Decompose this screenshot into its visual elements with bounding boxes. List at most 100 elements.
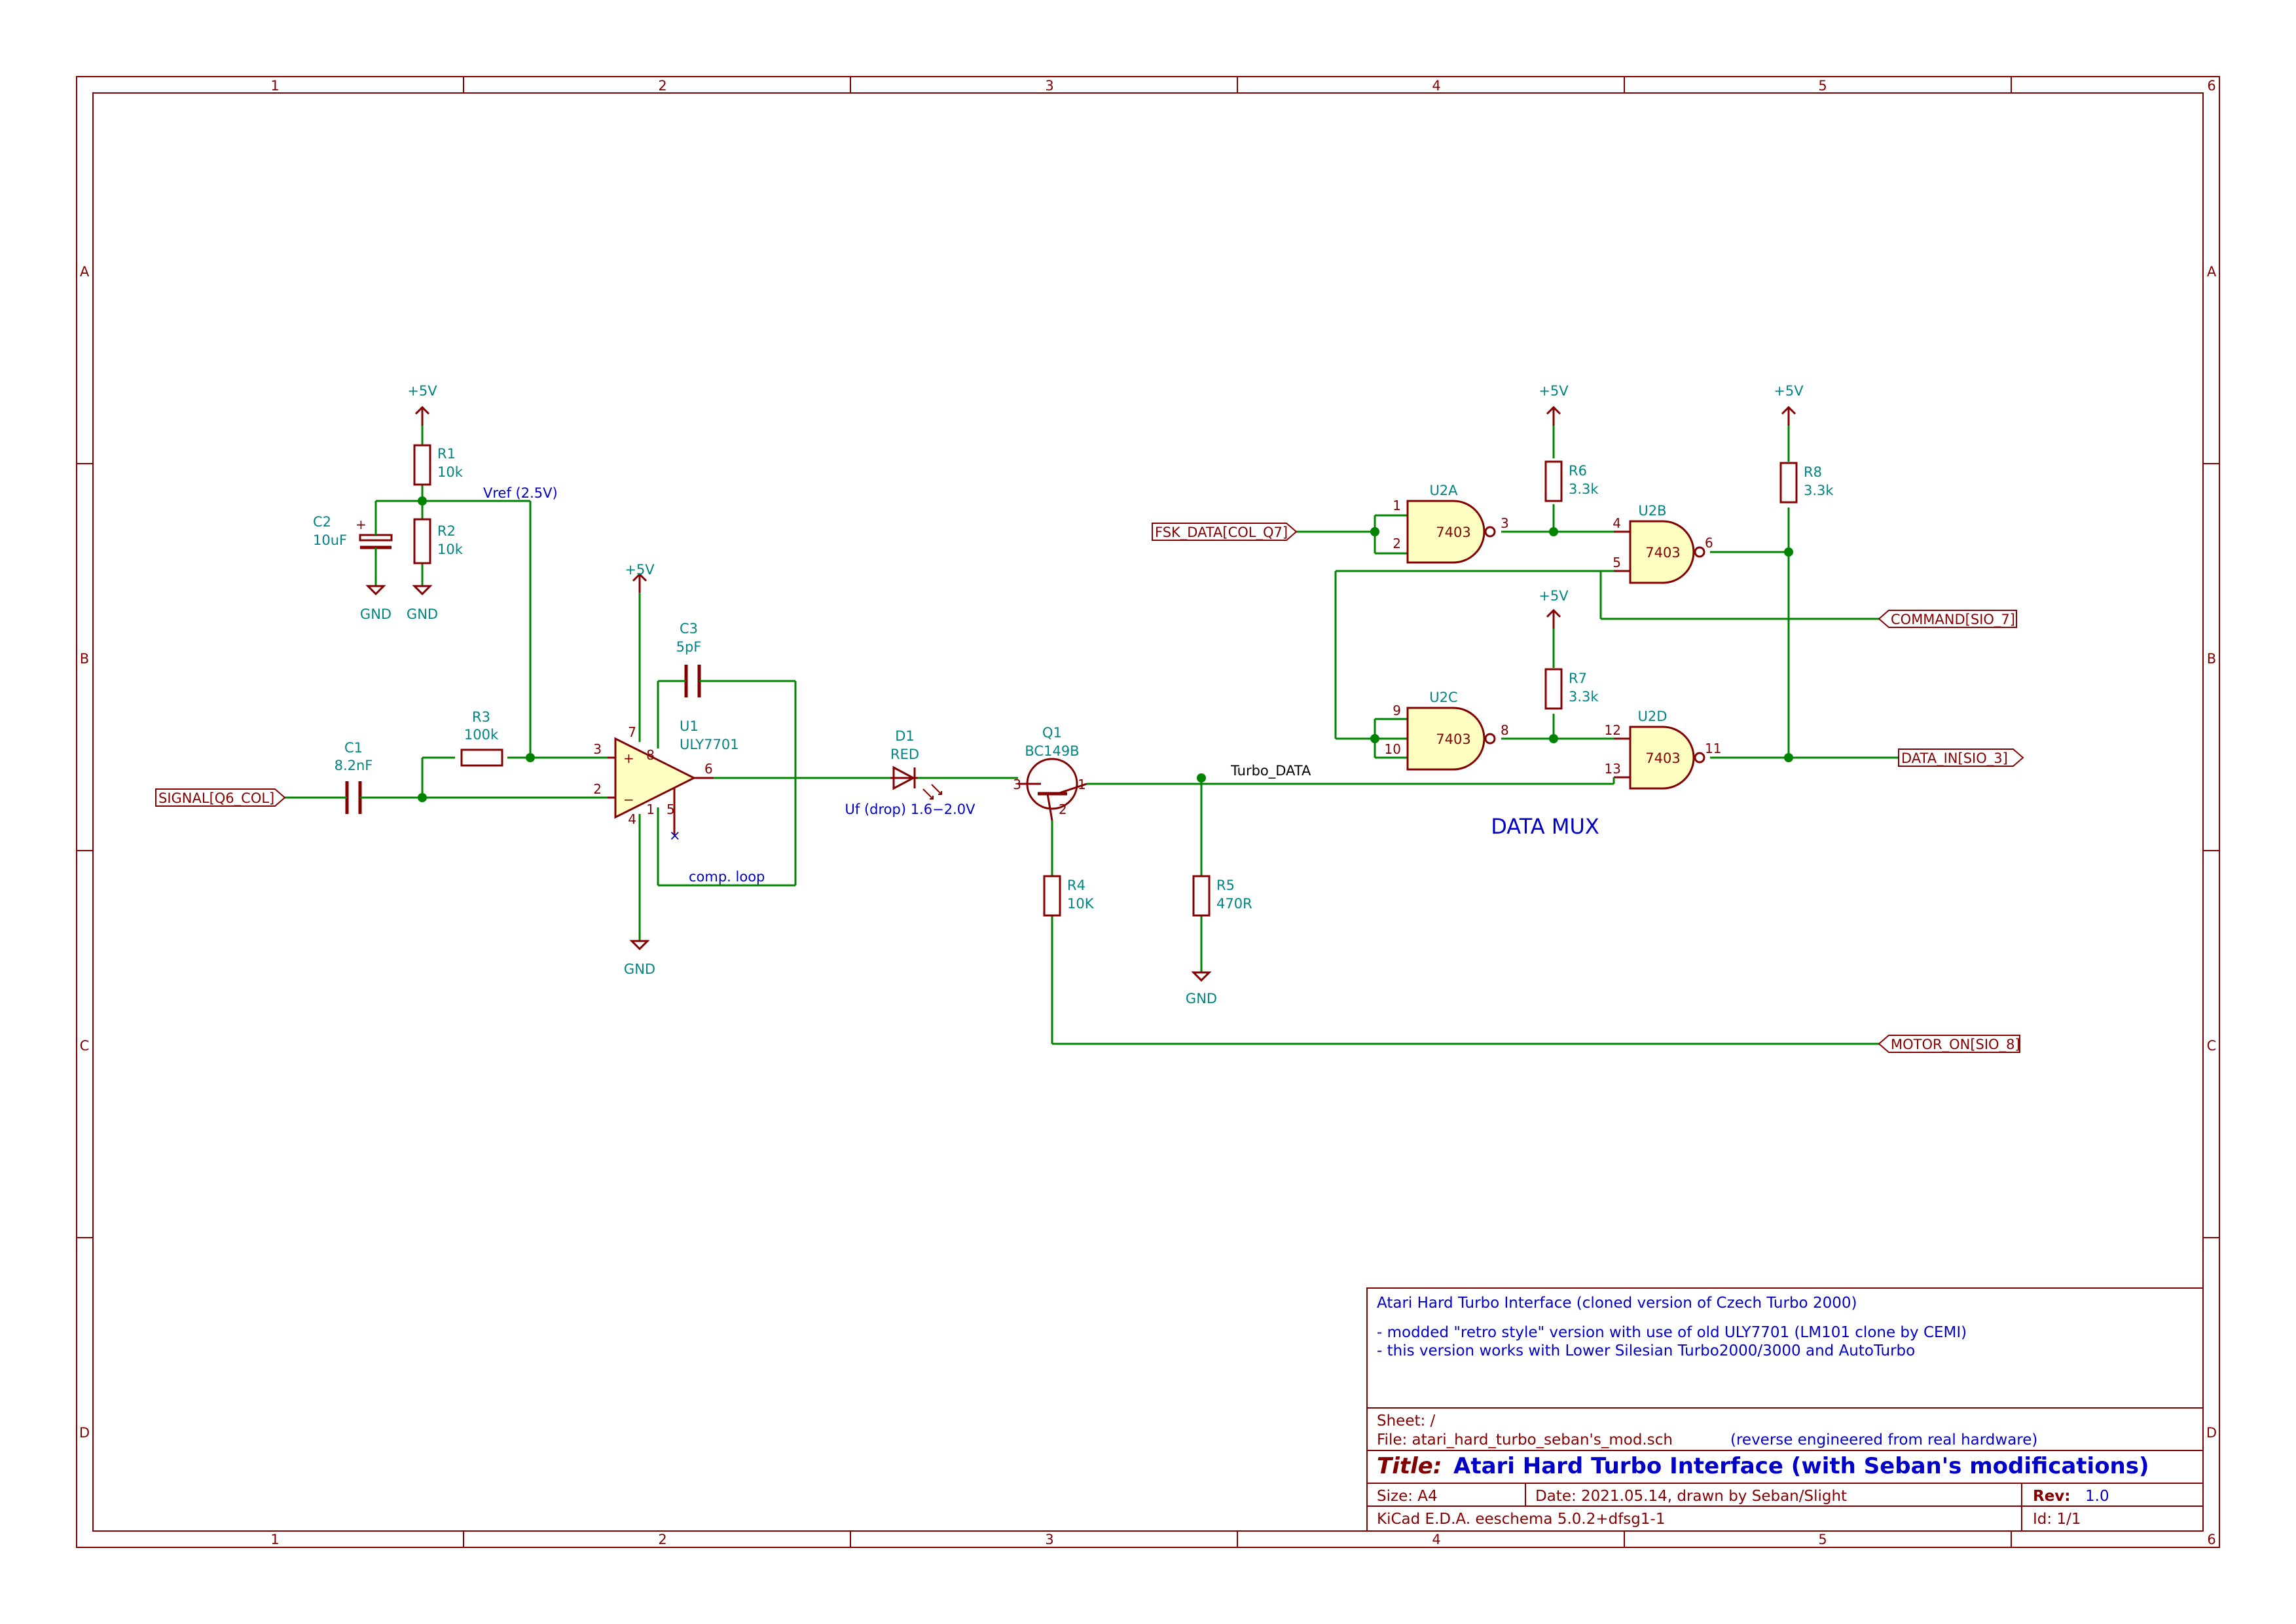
port-fsk-data: FSK_DATA[COL_Q7] bbox=[1152, 523, 1298, 541]
resistor-r7: R7 3.3k bbox=[1544, 668, 1599, 710]
component-value: RED bbox=[890, 747, 919, 762]
junction bbox=[526, 753, 535, 762]
ref-designator: R1 bbox=[437, 446, 456, 462]
junctions bbox=[418, 496, 1793, 802]
resistor-r3: R3 100k bbox=[460, 709, 503, 767]
gate-type: 7403 bbox=[1436, 525, 1470, 540]
power-symbols bbox=[365, 405, 1796, 982]
title-block: Atari Hard Turbo Interface (cloned versi… bbox=[1366, 1287, 2204, 1532]
port-label: SIGNAL[Q6_COL] bbox=[158, 790, 274, 807]
port-data-in: DATA_IN[SIO_3] bbox=[1898, 748, 2024, 767]
title-key: Title: bbox=[1377, 1453, 1442, 1479]
pin-number: 8 bbox=[646, 747, 655, 763]
pin-number: 1 bbox=[1393, 498, 1401, 513]
row-label: B bbox=[2207, 651, 2216, 667]
sheet-name: Sheet: / bbox=[1377, 1412, 1436, 1430]
component-value: 10k bbox=[437, 542, 464, 557]
sheet-date: Date: 2021.05.14, drawn by Seban/Slight bbox=[1535, 1488, 1847, 1505]
ref-designator: R7 bbox=[1569, 671, 1587, 686]
vcc-label: +5V bbox=[625, 562, 655, 578]
column-label: 4 bbox=[1432, 1532, 1440, 1547]
resistor-r5: R5 470R bbox=[1192, 875, 1252, 917]
pin-sign: + bbox=[623, 750, 634, 766]
power-labels: +5V +5V +5V +5V +5V GND GND GND GND bbox=[360, 383, 1804, 1006]
port-motor-on: MOTOR_ON[SIO_8] bbox=[1878, 1035, 2020, 1053]
junction bbox=[1370, 527, 1379, 536]
transistor-q1: Q1 BC149B 3 1 2 bbox=[1013, 725, 1087, 821]
component-value: 3.3k bbox=[1804, 483, 1834, 498]
ref-designator: U2C bbox=[1429, 690, 1457, 705]
pin-number: 6 bbox=[1705, 535, 1713, 551]
resistor-r1: R1 10k bbox=[413, 444, 464, 486]
ref-designator: R6 bbox=[1569, 463, 1587, 479]
pin-number: 9 bbox=[1393, 703, 1401, 718]
pin-number: 1 bbox=[646, 802, 655, 817]
component-value: 10uF bbox=[313, 532, 347, 548]
port-label: COMMAND[SIO_7] bbox=[1891, 612, 2015, 628]
row-label: A bbox=[2207, 264, 2217, 280]
pin-number: 13 bbox=[1605, 761, 1621, 777]
gate-type: 7403 bbox=[1645, 750, 1680, 766]
column-label: 6 bbox=[2207, 1532, 2215, 1547]
component-value: 100k bbox=[464, 727, 499, 743]
component-value: 470R bbox=[1216, 896, 1252, 912]
pin-number: 2 bbox=[1059, 802, 1067, 817]
port-label: FSK_DATA[COL_Q7] bbox=[1155, 525, 1288, 541]
junction bbox=[1370, 734, 1379, 743]
frame-row-labels: A B C D A B C D bbox=[79, 264, 2217, 1441]
pin-number: 5 bbox=[1613, 555, 1621, 570]
column-label: 2 bbox=[658, 78, 666, 94]
column-label: 2 bbox=[658, 1532, 666, 1547]
gnd-label: GND bbox=[360, 606, 392, 622]
row-label: C bbox=[2207, 1038, 2217, 1054]
ref-designator: R2 bbox=[437, 523, 456, 539]
pin-number: 2 bbox=[593, 781, 602, 797]
column-label: 3 bbox=[1045, 1532, 1053, 1547]
column-label: 5 bbox=[1818, 1532, 1827, 1547]
row-label: A bbox=[80, 264, 90, 280]
opamp-u1: + − 3 2 6 7 8 4 1 5 × U1 ULY7701 bbox=[593, 718, 738, 843]
row-label: C bbox=[80, 1038, 90, 1054]
pin-number: 6 bbox=[704, 761, 713, 777]
file-note: (reverse engineered from real hardware) bbox=[1730, 1431, 2037, 1449]
file-name: File: atari_hard_turbo_seban's_mod.sch bbox=[1377, 1431, 1673, 1449]
pin-number: 3 bbox=[1013, 777, 1021, 792]
net-label-comp-loop: comp. loop bbox=[689, 869, 765, 885]
pin-number: 4 bbox=[628, 811, 636, 827]
net-label-vref: Vref (2.5V) bbox=[483, 485, 558, 501]
ref-designator: R4 bbox=[1067, 877, 1085, 893]
gnd-label: GND bbox=[1186, 991, 1217, 1006]
forward-voltage-note: Uf (drop) 1.6−2.0V bbox=[845, 802, 976, 817]
junction bbox=[1197, 773, 1206, 783]
component-value: ULY7701 bbox=[680, 737, 739, 752]
resistor-r4: R4 10K bbox=[1043, 875, 1095, 917]
sheet-size: Size: A4 bbox=[1377, 1488, 1438, 1505]
ref-designator: C1 bbox=[344, 740, 363, 756]
component-value: 3.3k bbox=[1569, 689, 1599, 705]
capacitor-c3: C3 5pF bbox=[676, 621, 709, 697]
port-label: DATA_IN[SIO_3] bbox=[1901, 750, 2008, 767]
polarity-plus: + bbox=[355, 517, 367, 532]
pin-number: 3 bbox=[593, 741, 602, 757]
row-label: B bbox=[80, 651, 89, 667]
row-label: D bbox=[79, 1425, 90, 1441]
ref-designator: U1 bbox=[680, 718, 699, 734]
ref-designator: U2D bbox=[1638, 709, 1667, 724]
column-label: 1 bbox=[270, 78, 279, 94]
pin-number: 7 bbox=[628, 724, 636, 740]
pin-number: 4 bbox=[1613, 515, 1621, 531]
sheet-id: Id: 1/1 bbox=[2033, 1511, 2081, 1528]
net-label-turbo-data: Turbo_DATA bbox=[1230, 763, 1311, 779]
port-command: COMMAND[SIO_7] bbox=[1878, 610, 2017, 628]
capacitor-c2: + C2 10uF bbox=[313, 514, 393, 551]
pin-number: 8 bbox=[1501, 722, 1509, 738]
column-label: 3 bbox=[1045, 78, 1053, 94]
gnd-label: GND bbox=[624, 961, 655, 977]
resistor-r8: R8 3.3k bbox=[1779, 462, 1834, 504]
row-label: D bbox=[2206, 1425, 2217, 1441]
pin-sign: − bbox=[623, 792, 634, 807]
gate-u2d: 7403 U2D 12 13 11 bbox=[1605, 709, 1721, 790]
note-line: - this version works with Lower Silesian… bbox=[1377, 1342, 1915, 1359]
junction bbox=[418, 793, 427, 802]
